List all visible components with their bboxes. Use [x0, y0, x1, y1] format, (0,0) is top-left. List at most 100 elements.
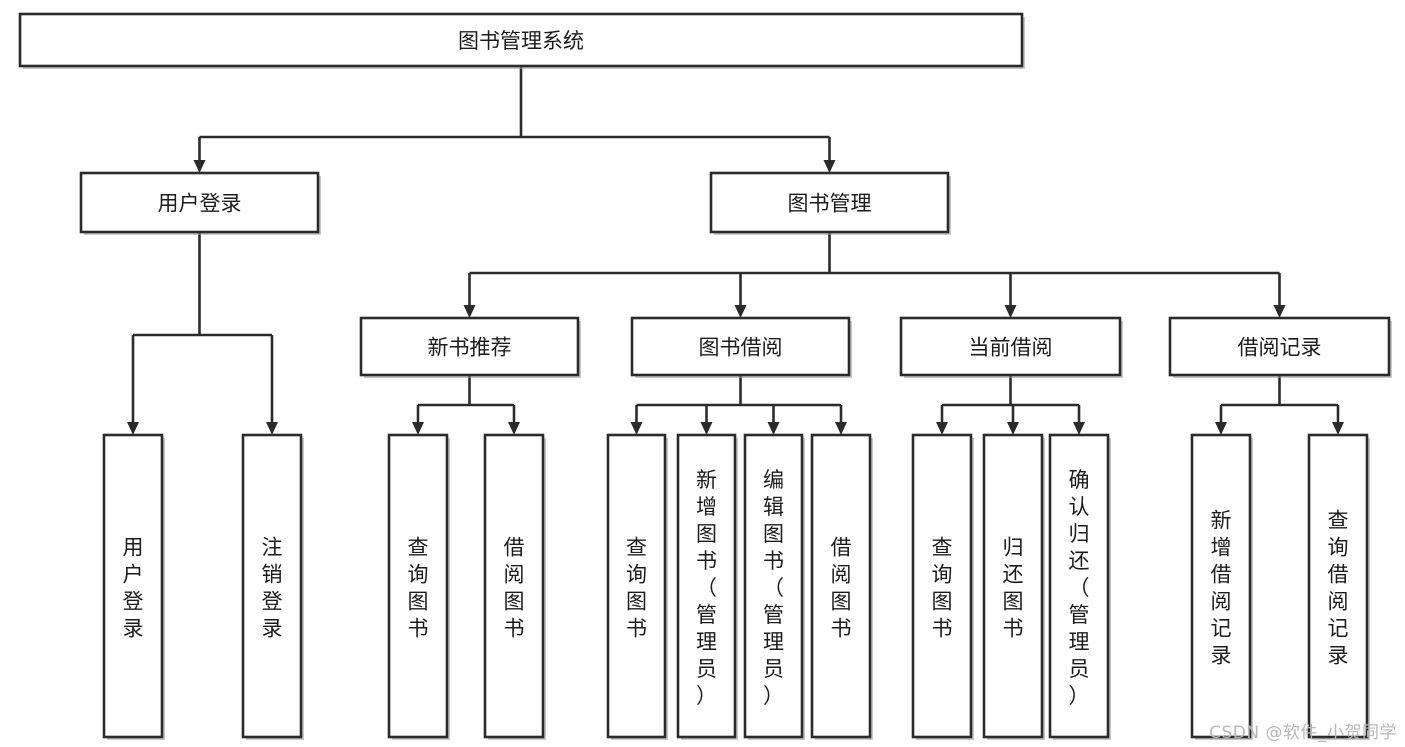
- label-char: 记: [1328, 617, 1349, 641]
- label-char: 书: [763, 549, 784, 573]
- node-current-borrow[interactable]: [899, 316, 1122, 377]
- arrow-head-leaf-query-book-current: [936, 422, 948, 435]
- label-char: 确: [1069, 468, 1090, 492]
- label-char: 书: [408, 617, 429, 641]
- node-label: 图书借阅: [699, 336, 783, 360]
- label-char: （: [763, 576, 784, 600]
- label-char: 书: [1003, 617, 1024, 641]
- node-leaf-add-borrow-record[interactable]: [1190, 433, 1252, 739]
- label-char: 辑: [763, 495, 784, 519]
- node-leaf-confirm-return[interactable]: [1048, 433, 1110, 739]
- label-char: 户: [123, 563, 144, 587]
- node-leaf-query-book-borrow[interactable]: [606, 433, 667, 739]
- node-leaf-user-login[interactable]: [102, 433, 164, 739]
- label-char: 归: [1003, 536, 1024, 560]
- node-leaf-query-book-recommend[interactable]: [387, 433, 449, 739]
- node-leaf-logout[interactable]: [241, 433, 303, 739]
- label-char: 记: [1211, 617, 1232, 641]
- label-char: 书: [932, 617, 953, 641]
- label-char: 录: [1211, 644, 1232, 668]
- label-char: 查: [932, 536, 953, 560]
- node-leaf-borrow-book[interactable]: [810, 433, 872, 739]
- arrow-head-user-login: [193, 160, 206, 173]
- node-label-vertical: 用户登录: [123, 536, 144, 641]
- node-label: 图书管理系统: [458, 29, 584, 53]
- arrow-head-current-borrow: [1004, 305, 1017, 318]
- node-leaf-edit-book[interactable]: [743, 433, 804, 739]
- label-char: 图: [626, 590, 647, 614]
- label-char: ）: [1069, 684, 1090, 708]
- arrow-head-leaf-user-login: [127, 422, 139, 435]
- label-char: 书: [626, 617, 647, 641]
- node-leaf-borrow-book-recommend[interactable]: [483, 433, 545, 739]
- label-char: 管: [1069, 603, 1090, 627]
- label-char: 询: [408, 563, 429, 587]
- label-char: 还: [1069, 549, 1090, 573]
- arrow-head-leaf-query-book-borrow: [630, 422, 643, 435]
- node-leaf-return-book[interactable]: [982, 433, 1044, 739]
- label-char: 借: [504, 536, 525, 560]
- label-char: 录: [262, 617, 283, 641]
- label-char: 员: [763, 657, 784, 681]
- label-char: 图: [504, 590, 525, 614]
- label-char: 理: [763, 630, 784, 654]
- label-char: 员: [1069, 657, 1090, 681]
- node-label: 用户登录: [158, 192, 242, 216]
- label-char: 新: [696, 468, 717, 492]
- label-char: 注: [262, 536, 283, 560]
- label-char: 阅: [504, 563, 525, 587]
- connectors-layer: [127, 66, 1344, 435]
- label-char: 用: [123, 536, 144, 560]
- label-char: 阅: [1328, 590, 1349, 614]
- arrow-head-leaf-query-borrow-record: [1332, 422, 1344, 435]
- label-char: 员: [696, 657, 717, 681]
- label-char: 借: [1328, 563, 1349, 587]
- arrow-head-leaf-borrow-book: [835, 422, 847, 435]
- label-char: 询: [626, 563, 647, 587]
- arrow-head-leaf-add-book: [700, 422, 713, 435]
- arrow-head-leaf-query-book-recommend: [412, 422, 424, 435]
- node-user-login[interactable]: [79, 171, 320, 234]
- label-char: 理: [1069, 630, 1090, 654]
- arrow-head-leaf-edit-book: [767, 422, 780, 435]
- node-book-management[interactable]: [709, 171, 950, 234]
- label-char: 询: [932, 563, 953, 587]
- label-char: 阅: [831, 563, 852, 587]
- arrow-head-leaf-logout: [266, 422, 278, 435]
- node-root[interactable]: [18, 12, 1024, 68]
- label-char: 管: [763, 603, 784, 627]
- label-char: 录: [123, 617, 144, 641]
- arrow-head-book-borrow: [734, 305, 747, 318]
- label-char: 还: [1003, 563, 1024, 587]
- label-char: 书: [696, 549, 717, 573]
- label-char: （: [696, 576, 717, 600]
- node-leaf-add-book[interactable]: [676, 433, 737, 739]
- arrow-head-leaf-return-book: [1007, 422, 1019, 435]
- arrow-head-leaf-confirm-return: [1073, 422, 1085, 435]
- labels-layer: 图书管理系统用户登录图书管理新书推荐图书借阅当前借阅借阅记录用户登录注销登录查询…: [123, 29, 1349, 708]
- node-borrow-record[interactable]: [1168, 316, 1391, 377]
- node-new-book-recommend[interactable]: [359, 316, 580, 377]
- node-leaf-query-borrow-record[interactable]: [1307, 433, 1369, 739]
- label-char: 图: [932, 590, 953, 614]
- node-book-borrow[interactable]: [630, 316, 851, 377]
- label-char: 图: [1003, 590, 1024, 614]
- label-char: 图: [408, 590, 429, 614]
- label-char: 认: [1069, 495, 1090, 519]
- node-label: 当前借阅: [969, 336, 1053, 360]
- arrow-head-leaf-add-borrow-record: [1215, 422, 1227, 435]
- node-leaf-query-book-current[interactable]: [911, 433, 973, 739]
- label-char: 借: [1211, 563, 1232, 587]
- label-char: ）: [763, 684, 784, 708]
- label-char: 录: [1328, 644, 1349, 668]
- label-char: 增: [696, 495, 717, 519]
- label-char: 编: [763, 468, 784, 492]
